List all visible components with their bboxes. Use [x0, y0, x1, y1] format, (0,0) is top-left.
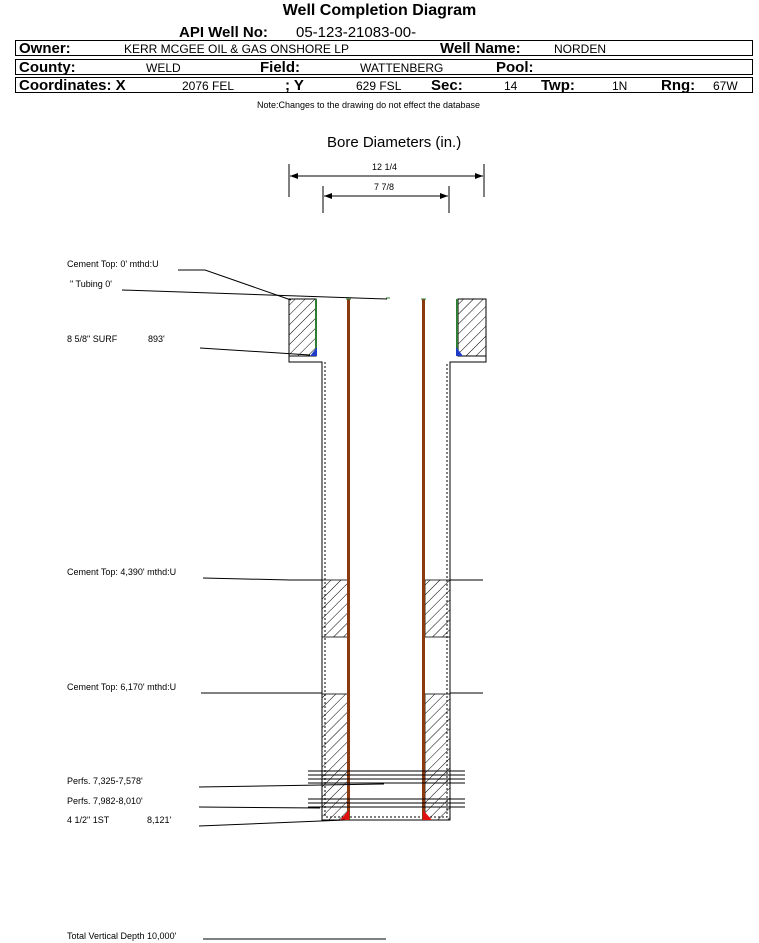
- owner-label: Owner:: [19, 40, 71, 57]
- coord-x-label: Coordinates: X: [19, 77, 126, 94]
- county-value: WELD: [146, 61, 181, 75]
- surface-shoe-left: [310, 347, 317, 356]
- total-depth-label: Total Vertical Depth 10,000': [67, 931, 177, 941]
- api-value: 05-123-21083-00-: [296, 24, 417, 41]
- bore-dimension-lines: [288, 164, 485, 213]
- field-value: WATTENBERG: [360, 61, 444, 75]
- surface-cement-left: [288, 298, 317, 357]
- field-label: Field:: [260, 59, 300, 76]
- tubing-label: " Tubing 0': [70, 279, 112, 289]
- coord-y-value: 629 FSL: [356, 79, 402, 93]
- well-name-value: NORDEN: [554, 42, 607, 56]
- perforations-1: [308, 770, 465, 784]
- leader-lines: [121, 269, 388, 940]
- bore-diameters-title: Bore Diameters (in.): [327, 134, 462, 151]
- county-label: County:: [19, 59, 76, 76]
- coord-x-value: 2076 FEL: [182, 79, 235, 93]
- header-row-coordinates: Coordinates: X 2076 FEL ; Y 629 FSL Sec:…: [15, 77, 753, 94]
- perforations-2: [308, 798, 465, 808]
- perfs-label-2: Perfs. 7,982-8,010': [67, 796, 143, 806]
- cement-top-label-1: Cement Top: 0' mthd:U: [67, 259, 159, 269]
- sec-value: 14: [504, 79, 518, 93]
- disclaimer-note: Note:Changes to the drawing do not effec…: [257, 100, 480, 110]
- owner-value: KERR MCGEE OIL & GAS ONSHORE LP: [124, 42, 349, 56]
- surface-shoe-right: [456, 347, 463, 356]
- cement-top-label-2: Cement Top: 4,390' mthd:U: [67, 567, 177, 577]
- header-row-county: County: WELD Field: WATTENBERG Pool:: [15, 59, 753, 76]
- api-label: API Well No:: [179, 24, 268, 41]
- coord-y-label: ; Y: [285, 77, 304, 94]
- production-casing-depth: 8,121': [147, 815, 172, 825]
- production-shoe-left: [340, 810, 349, 820]
- surface-casing-label: 8 5/8" SURF: [67, 334, 118, 344]
- production-casing-left: [347, 299, 350, 820]
- cement-interval-2-left: [321, 693, 349, 821]
- pool-label: Pool:: [496, 59, 534, 76]
- header-row-owner: Owner: KERR MCGEE OIL & GAS ONSHORE LP W…: [15, 40, 753, 57]
- well-name-label: Well Name:: [440, 40, 521, 57]
- rng-value: 67W: [713, 79, 738, 93]
- page-title: Well Completion Diagram: [282, 2, 477, 19]
- twp-value: 1N: [612, 79, 628, 93]
- twp-label: Twp:: [541, 77, 575, 94]
- cement-interval-1-left: [321, 579, 349, 638]
- production-casing-right: [422, 299, 425, 820]
- cement-interval-1-right: [424, 579, 451, 638]
- production-shoe-right: [423, 810, 432, 820]
- inner-diameter-label: 7 7/8: [374, 182, 395, 192]
- rng-label: Rng:: [661, 77, 696, 94]
- surface-cement-right: [457, 298, 487, 357]
- cement-top-label-3: Cement Top: 6,170' mthd:U: [67, 682, 177, 692]
- cement-interval-2-right: [424, 693, 451, 821]
- perfs-label-1: Perfs. 7,325-7,578': [67, 776, 143, 786]
- outer-diameter-label: 12 1/4: [372, 162, 398, 172]
- production-hole-outline: [288, 356, 487, 821]
- sec-label: Sec:: [431, 77, 463, 94]
- production-casing-label: 4 1/2" 1ST: [67, 815, 110, 825]
- surface-casing-depth: 893': [148, 334, 165, 344]
